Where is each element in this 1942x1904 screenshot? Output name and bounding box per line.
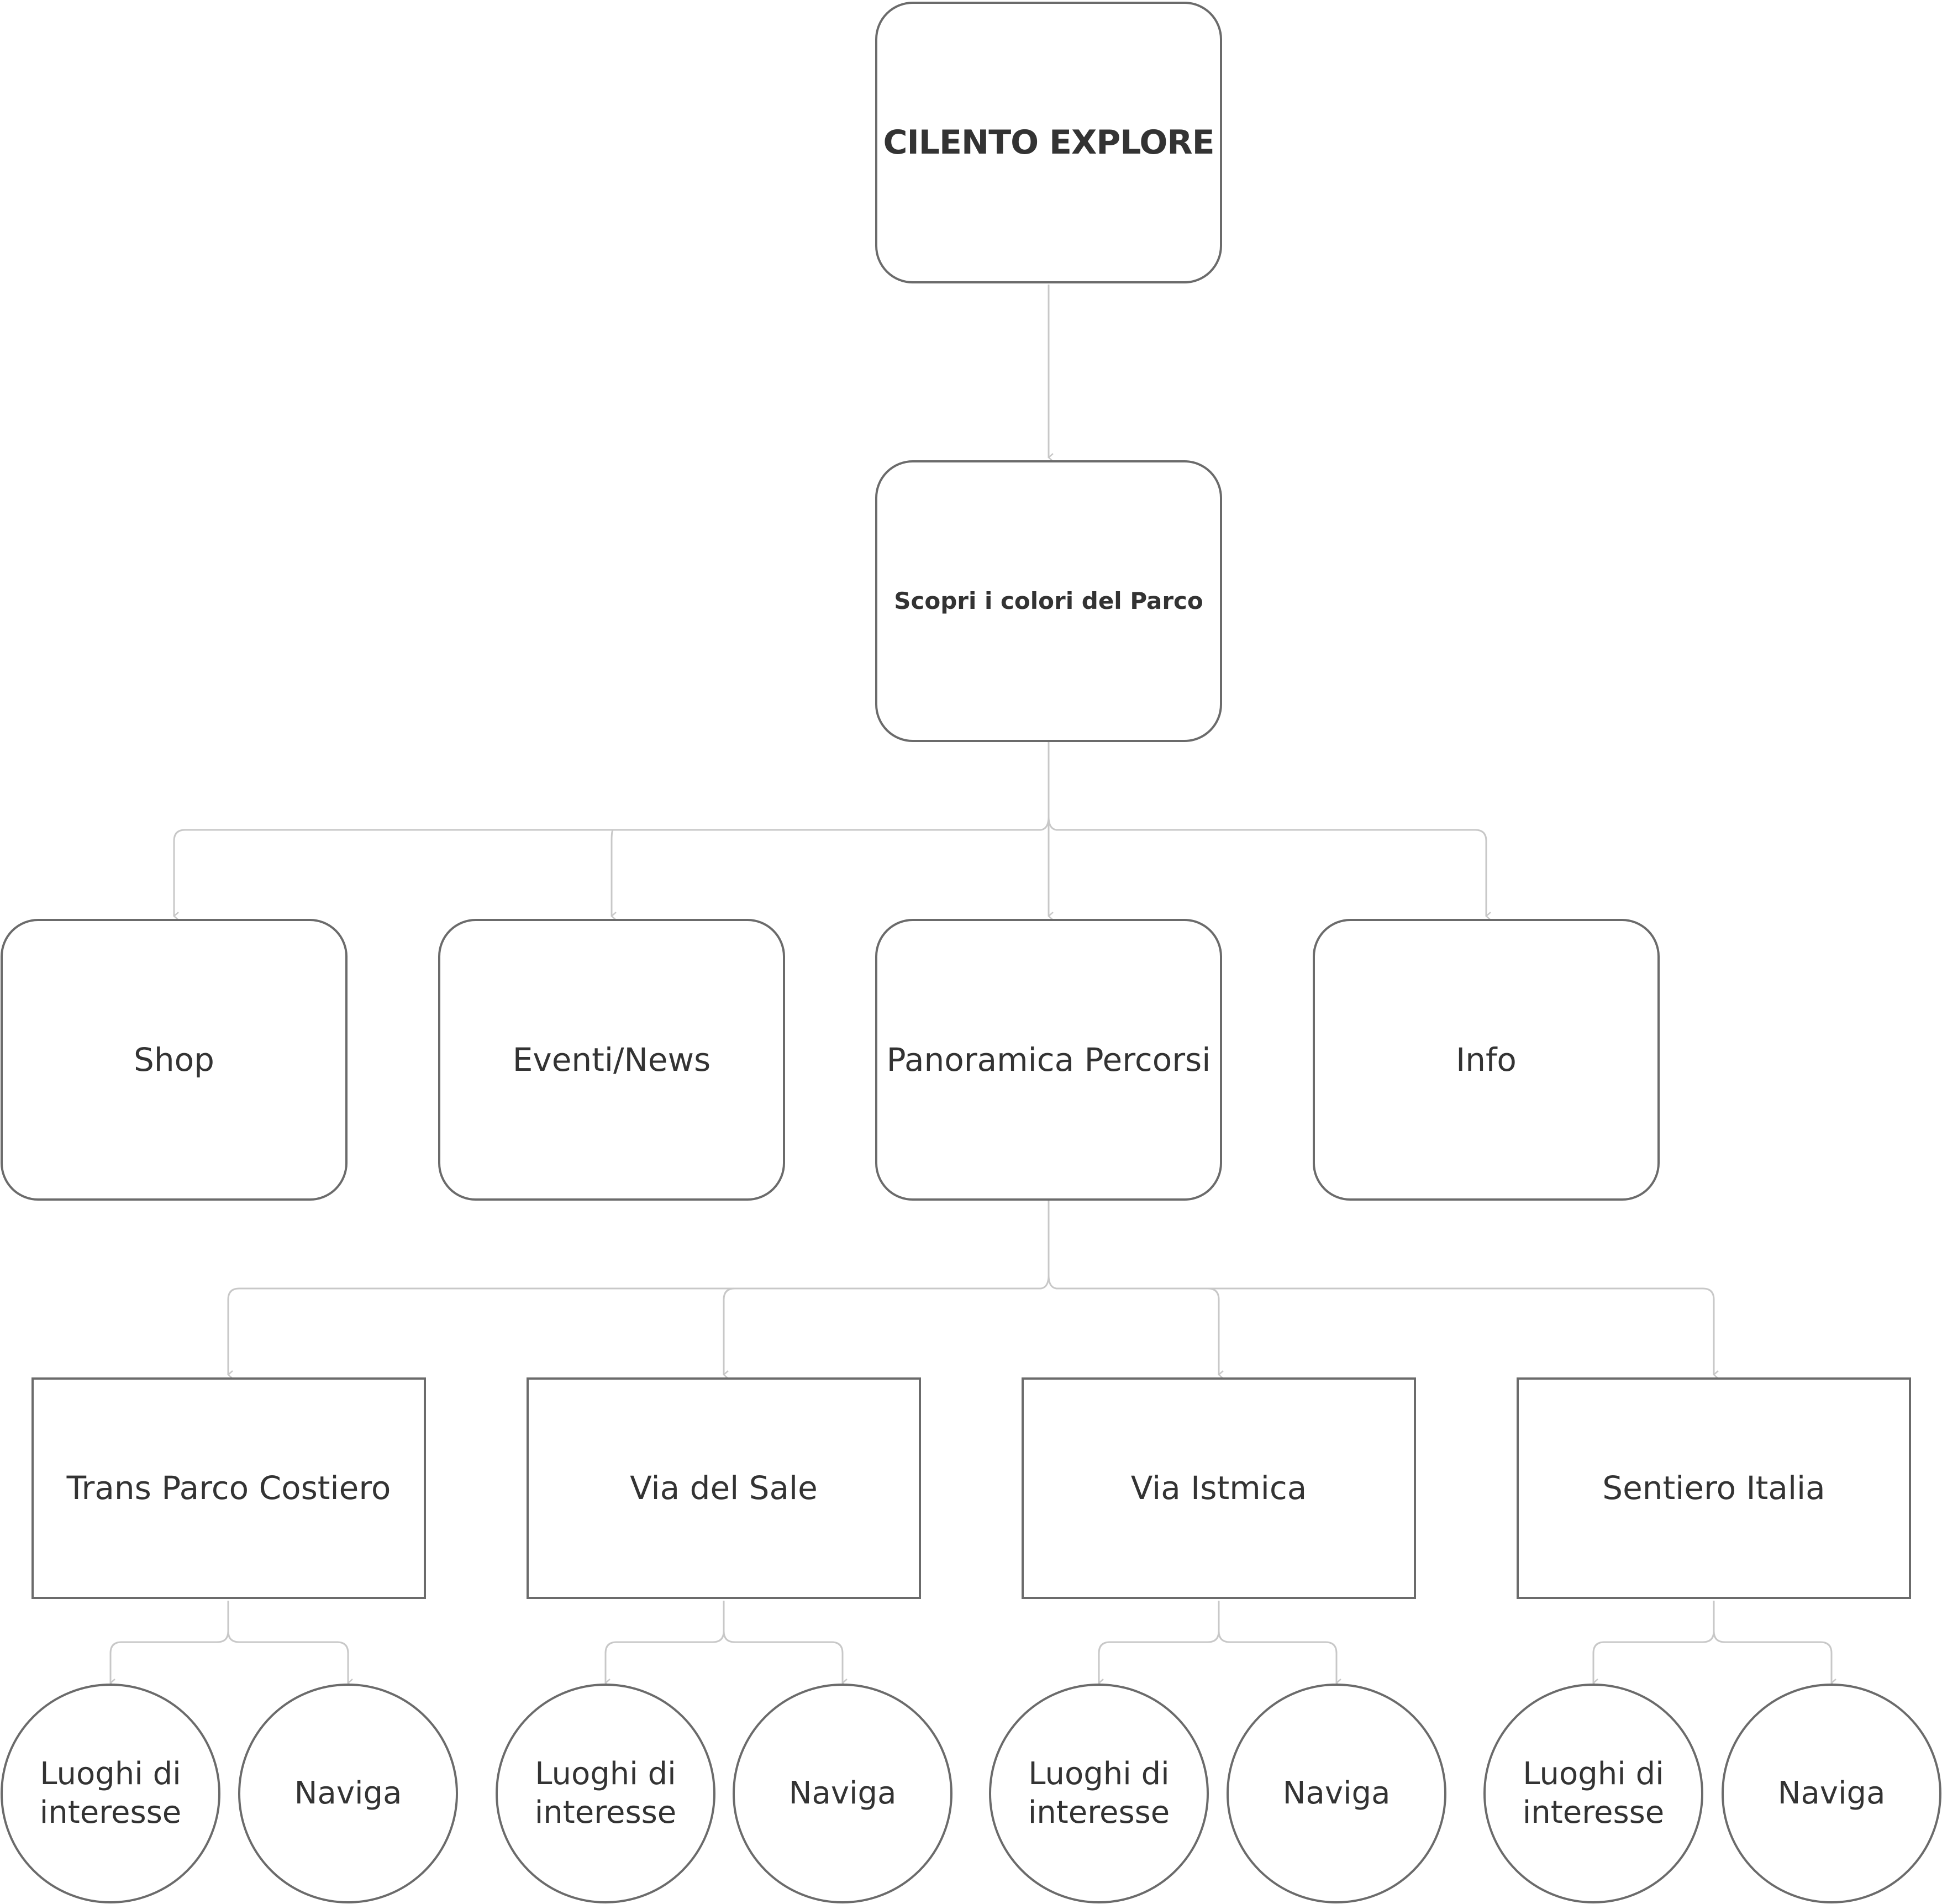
- connector-sentiero-children: [1592, 1601, 1833, 1682]
- connector-istmica-children: [1098, 1601, 1338, 1682]
- node-label: Luoghi di interesse: [1028, 1756, 1170, 1831]
- node-label: Sentiero Italia: [1602, 1469, 1825, 1507]
- node-naviga: Naviga: [1227, 1684, 1446, 1903]
- node-scopri-colori: Scopri i colori del Parco: [875, 460, 1222, 742]
- node-label: Trans Parco Costiero: [66, 1469, 391, 1507]
- node-label: Luoghi di interesse: [534, 1756, 677, 1831]
- connector-to-sentiero: [1208, 1287, 1719, 1379]
- connector-to-shop: [173, 829, 1041, 921]
- connector-to-trans: [227, 1287, 1041, 1379]
- node-label: Luoghi di interesse: [39, 1756, 182, 1831]
- node-luoghi-di-interesse: Luoghi di interesse: [989, 1684, 1209, 1903]
- node-label: Luoghi di interesse: [1522, 1756, 1665, 1831]
- node-label: Naviga: [1777, 1775, 1886, 1811]
- node-label: Naviga: [1282, 1775, 1391, 1811]
- node-label: Via del Sale: [630, 1469, 818, 1507]
- node-shop: Shop: [1, 919, 348, 1201]
- node-sentiero-italia: Sentiero Italia: [1517, 1377, 1911, 1599]
- connector-to-eventi: [611, 829, 617, 921]
- node-label: Shop: [134, 1040, 214, 1079]
- node-naviga: Naviga: [238, 1684, 458, 1903]
- node-label: Scopri i colori del Parco: [894, 587, 1203, 614]
- connector-trans-children: [109, 1601, 349, 1682]
- connector-to-istmica: [1056, 1287, 1224, 1379]
- node-label: Eventi/News: [512, 1040, 711, 1079]
- node-luoghi-di-interesse: Luoghi di interesse: [496, 1684, 715, 1903]
- connector-to-info: [1056, 829, 1491, 921]
- node-luoghi-di-interesse: Luoghi di interesse: [1, 1684, 220, 1903]
- node-label: Naviga: [788, 1775, 897, 1811]
- node-info: Info: [1313, 919, 1660, 1201]
- node-naviga: Naviga: [1722, 1684, 1941, 1903]
- node-naviga: Naviga: [733, 1684, 952, 1903]
- connector-sale-children: [604, 1601, 844, 1682]
- node-trans-parco-costiero: Trans Parco Costiero: [31, 1377, 426, 1599]
- node-via-istmica: Via Istmica: [1022, 1377, 1416, 1599]
- node-via-del-sale: Via del Sale: [527, 1377, 921, 1599]
- node-label: CILENTO EXPLORE: [883, 123, 1214, 162]
- node-label: Info: [1456, 1040, 1517, 1079]
- connector-to-sale: [723, 1287, 735, 1379]
- node-label: Via Istmica: [1130, 1469, 1307, 1507]
- node-panoramica-percorsi: Panoramica Percorsi: [875, 919, 1222, 1201]
- node-label: Panoramica Percorsi: [886, 1040, 1211, 1079]
- node-eventi-news: Eventi/News: [438, 919, 785, 1201]
- node-label: Naviga: [294, 1775, 402, 1811]
- node-cilento-explore: CILENTO EXPLORE: [875, 2, 1222, 283]
- node-luoghi-di-interesse: Luoghi di interesse: [1483, 1684, 1703, 1903]
